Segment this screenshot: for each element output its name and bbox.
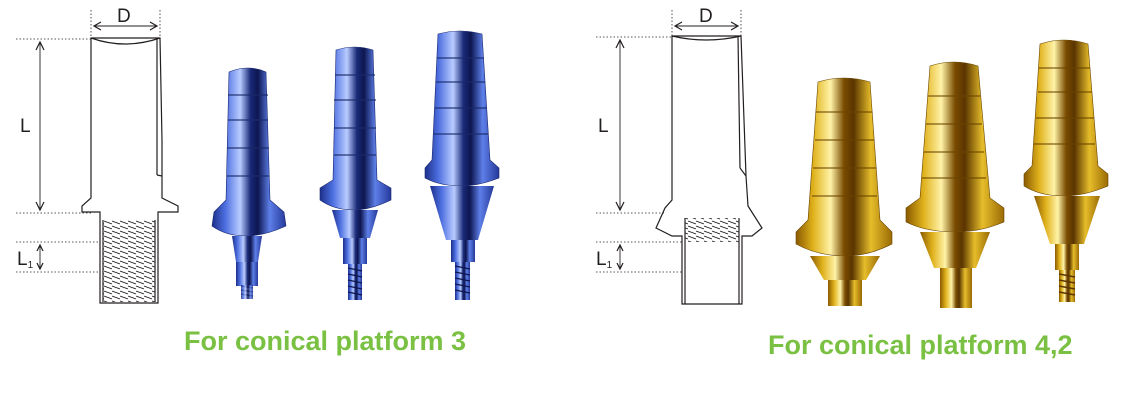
left-d-label: D (117, 6, 131, 27)
gold-abutment-3 (1023, 39, 1109, 302)
right-l1-subscript: 1 (607, 260, 613, 271)
right-l1-label: L1 (596, 249, 613, 271)
blue-abutment-3 (424, 30, 500, 300)
left-l1-subscript: 1 (28, 260, 34, 271)
right-d-label: D (699, 6, 713, 27)
left-technical-drawing (16, 10, 179, 304)
right-l1-letter: L (596, 249, 607, 270)
caption-conical-platform-3: For conical platform 3 (184, 326, 467, 356)
blue-abutment-1 (211, 67, 287, 299)
left-l1-letter: L (17, 249, 28, 270)
right-technical-drawing (596, 10, 763, 305)
right-l-label: L (598, 116, 609, 137)
gold-abutment-1 (795, 77, 893, 306)
gold-abutment-2 (905, 61, 1005, 308)
left-l-label: L (20, 116, 31, 137)
caption-conical-platform-4-2: For conical platform 4,2 (768, 330, 1073, 360)
blue-abutment-2 (319, 46, 392, 300)
left-l1-label: L1 (17, 249, 34, 271)
